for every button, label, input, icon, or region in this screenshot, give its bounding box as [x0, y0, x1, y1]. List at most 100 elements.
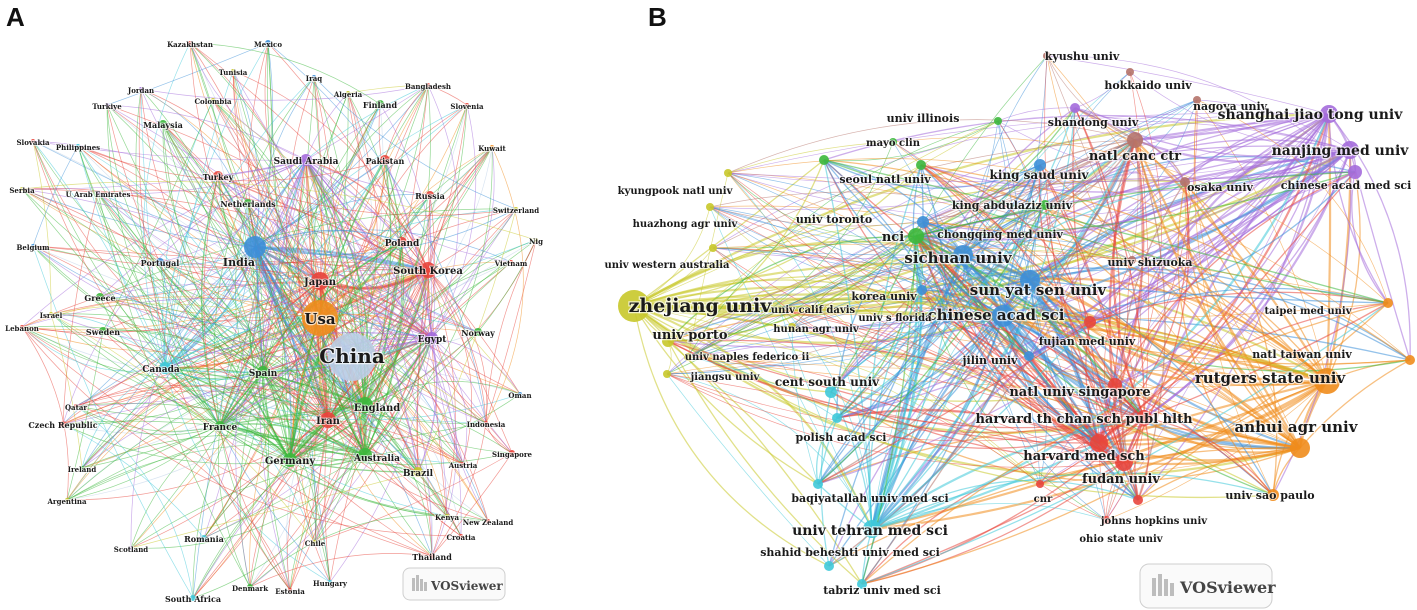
link: [219, 425, 291, 591]
link: [667, 249, 1133, 342]
link: [219, 425, 513, 466]
node-univ-western-australia: [709, 244, 717, 252]
label-singapore: Singapore: [492, 450, 532, 459]
node-qatar: [74, 404, 78, 408]
link: [709, 206, 1041, 485]
link: [727, 149, 1351, 187]
link: [81, 159, 307, 469]
node-belgium: [31, 244, 35, 248]
link: [217, 175, 517, 216]
node-england: [357, 397, 373, 413]
link: [1002, 164, 1041, 317]
link: [892, 141, 1125, 463]
node-zhejiang-univ: [618, 290, 650, 322]
label-netherlands: Netherlands: [220, 199, 276, 209]
link: [1351, 171, 1389, 304]
label-univ-western-australia: univ western australia: [604, 260, 730, 271]
label-univ-tehran-med-sci: univ tehran med sci: [792, 523, 948, 539]
link: [219, 92, 349, 427]
link: [212, 99, 521, 395]
node-mexico: [265, 40, 271, 46]
label-finland: Finland: [363, 100, 398, 110]
link: [62, 423, 291, 465]
link: [140, 84, 429, 101]
link: [712, 121, 1351, 249]
link: [289, 459, 419, 473]
link: [262, 146, 493, 373]
label-kyushu-univ: kyushu univ: [1045, 50, 1120, 63]
label-france: France: [203, 423, 238, 433]
link: [189, 42, 321, 319]
label-colombia: Colombia: [194, 97, 232, 106]
link: [289, 269, 429, 461]
link: [364, 337, 433, 456]
label-shahid-beheshti-univ-med-sci: shahid beheshti univ med sci: [760, 546, 940, 559]
link: [62, 423, 205, 539]
link: [305, 159, 512, 263]
link: [666, 373, 1125, 463]
link: [249, 329, 291, 461]
label-turkey: Turkey: [203, 172, 234, 182]
label-new-zealand: New Zealand: [463, 518, 514, 527]
link: [347, 92, 403, 456]
link: [99, 208, 517, 298]
node-malaysia: [159, 120, 167, 128]
label-natl-canc-ctr: natl canc ctr: [1089, 149, 1181, 164]
node-univ-calif-davis: [776, 306, 784, 314]
label-scotland: Scotland: [114, 545, 149, 554]
node-iraq: [312, 75, 316, 79]
label-chinese-acad-sci: chinese acad sci: [928, 306, 1065, 324]
link: [247, 202, 291, 461]
link: [189, 42, 307, 161]
link: [709, 206, 964, 264]
link: [485, 422, 513, 454]
link: [791, 326, 1301, 449]
link: [633, 304, 874, 530]
link: [1193, 99, 1274, 496]
link: [189, 42, 264, 373]
link: [1039, 417, 1145, 485]
link: [313, 76, 366, 456]
panel-a-letter: A: [6, 2, 25, 32]
link: [163, 175, 219, 369]
link: [313, 76, 517, 210]
link: [871, 503, 1107, 530]
node-fujian-med-univ: [1084, 316, 1096, 328]
link: [915, 235, 1411, 372]
link: [871, 416, 1145, 530]
node-baqiyatallah-univ-med-sci: [813, 479, 823, 489]
link: [289, 393, 521, 461]
link: [77, 145, 251, 331]
node-japan: [311, 272, 329, 290]
label-indonesia: Indonesia: [467, 420, 506, 429]
link: [62, 192, 99, 425]
link: [262, 103, 381, 373]
link: [130, 454, 366, 549]
node-saudi-arabia: [300, 154, 312, 166]
link: [77, 145, 291, 461]
node-greece: [96, 293, 104, 301]
link: [667, 340, 1041, 485]
link: [364, 146, 493, 456]
label-kuwait: Kuwait: [478, 144, 506, 153]
link: [869, 289, 923, 530]
link: [249, 317, 321, 588]
label-lebanon: Lebanon: [5, 324, 39, 333]
label-baqiyatallah-univ-med-sci: baqiyatallah univ med sci: [791, 492, 948, 505]
node-jordan: [139, 87, 143, 91]
node-univ-shizuoka: [1128, 256, 1136, 264]
link: [1098, 181, 1189, 444]
link: [21, 326, 69, 501]
label-serbia: Serbia: [9, 186, 35, 195]
link: [219, 84, 429, 427]
node-fudan-univ: [1115, 453, 1133, 471]
node-huazhong-agr-univ: [706, 203, 714, 211]
panel-a-vosviewer-logo: VOSviewer: [402, 567, 506, 601]
node-norway: [474, 328, 482, 336]
link: [21, 298, 433, 339]
link: [140, 88, 264, 373]
link: [1137, 417, 1150, 501]
node-jiangsu-univ: [663, 370, 671, 378]
label-egypt: Egypt: [418, 335, 448, 345]
link: [189, 42, 462, 537]
